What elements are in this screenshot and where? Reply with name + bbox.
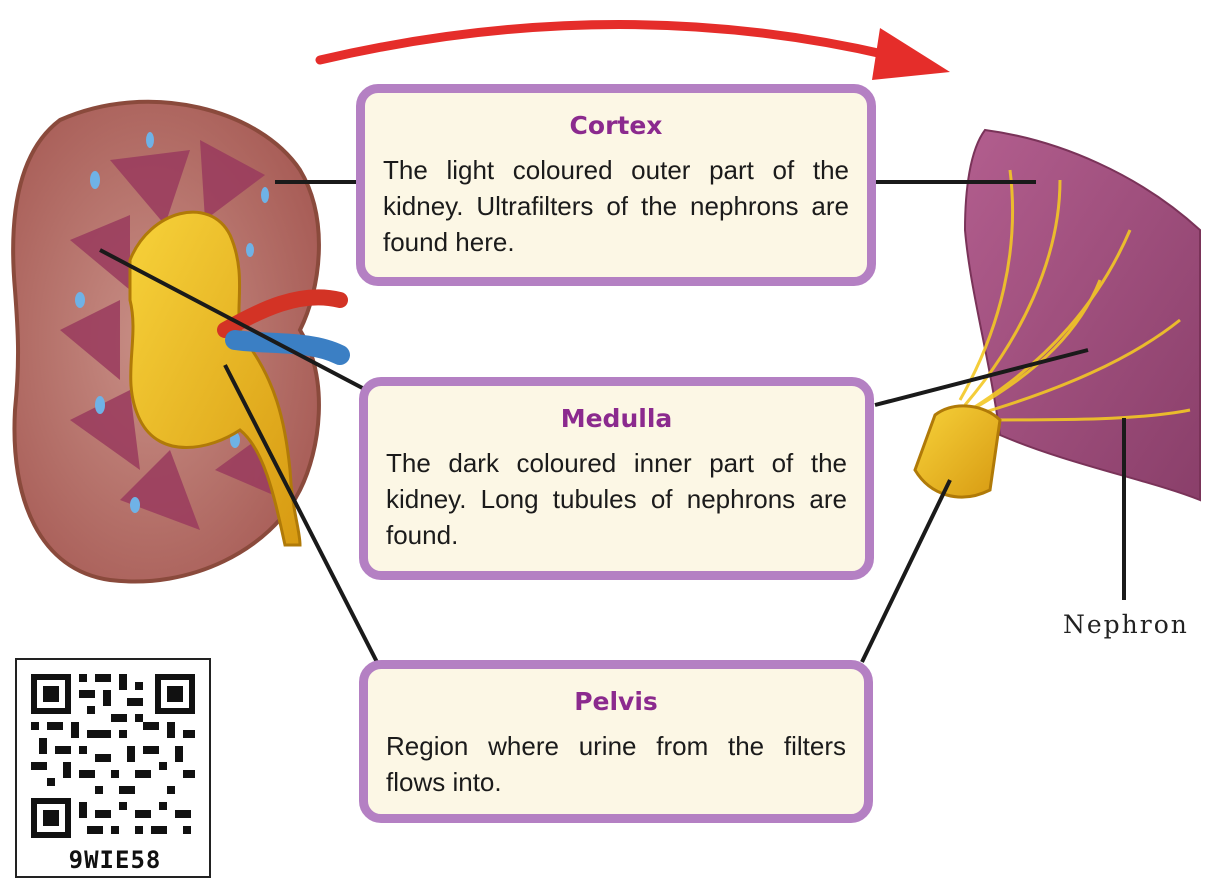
- qr-code-label: 9WIE58: [29, 846, 201, 874]
- cortex-callout: Cortex The light coloured outer part of …: [356, 84, 876, 286]
- pelvis-title: Pelvis: [386, 687, 846, 716]
- medulla-description: The dark coloured inner part of the kidn…: [386, 445, 847, 553]
- pelvis-callout: Pelvis Region where urine from the filte…: [359, 660, 873, 823]
- medulla-title: Medulla: [386, 404, 847, 433]
- qr-code[interactable]: 9WIE58: [15, 658, 211, 878]
- curved-arrow-icon: [320, 24, 950, 80]
- cortex-title: Cortex: [383, 111, 849, 140]
- nephron-illustration: [915, 130, 1200, 500]
- medulla-callout: Medulla The dark coloured inner part of …: [359, 377, 874, 580]
- qr-pattern-icon: [17, 660, 209, 845]
- kidney-cross-section: [13, 102, 340, 582]
- nephron-label: Nephron: [1063, 610, 1189, 639]
- pelvis-description: Region where urine from the filters flow…: [386, 728, 846, 800]
- cortex-description: The light coloured outer part of the kid…: [383, 152, 849, 260]
